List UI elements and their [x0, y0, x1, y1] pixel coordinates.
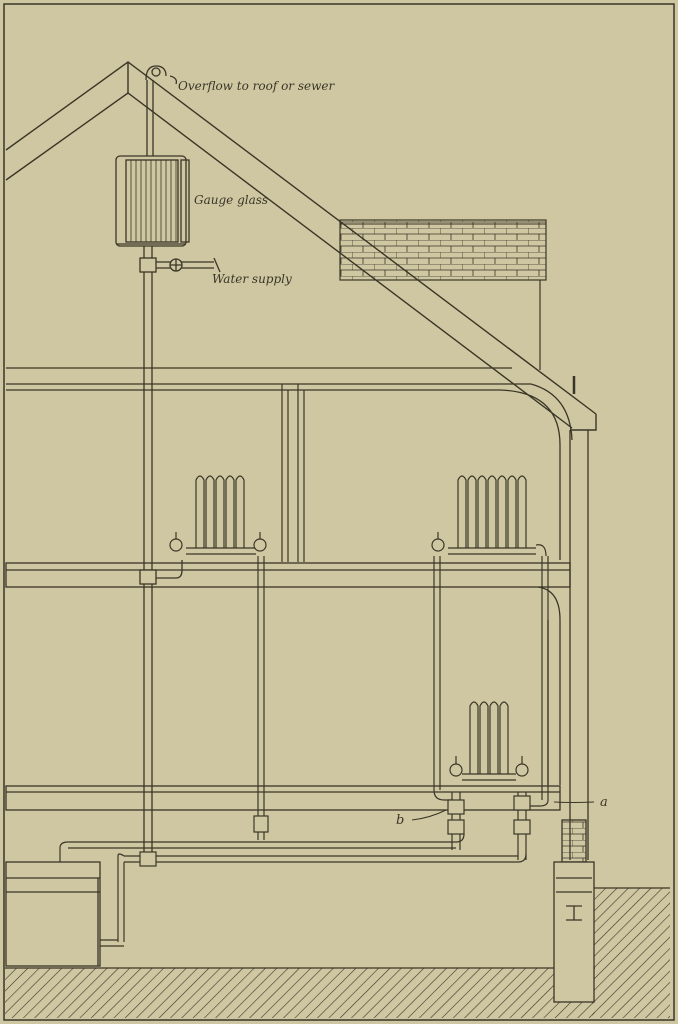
point-b-label: b: [396, 813, 404, 828]
boiler: [5, 861, 101, 967]
radiator-second-floor-right: [431, 475, 547, 557]
main-riser: [139, 246, 183, 860]
callout-leaders: [411, 801, 595, 821]
radiator-second-floor-left: [169, 475, 267, 555]
partition-posts: [281, 384, 305, 562]
distribution-pipes: [253, 556, 549, 860]
right-wall: [553, 430, 595, 1003]
point-a-label: a: [600, 795, 608, 810]
attic-floor: [6, 367, 573, 560]
first-floor: [5, 785, 561, 811]
basement-mains: [59, 833, 527, 947]
roof: [5, 61, 597, 431]
plate-border: [3, 3, 675, 1021]
expansion-tank: [115, 155, 190, 247]
overflow-pipe: [145, 65, 178, 156]
overflow-label: Overflow to roof or sewer: [178, 79, 335, 93]
gauge-glass-label: Gauge glass: [194, 193, 268, 207]
water-supply-label: Water supply: [212, 272, 292, 286]
water-supply-line: [156, 257, 221, 273]
radiator-first-floor: [449, 701, 529, 781]
ground: [5, 887, 670, 1018]
chimney: [339, 219, 576, 394]
